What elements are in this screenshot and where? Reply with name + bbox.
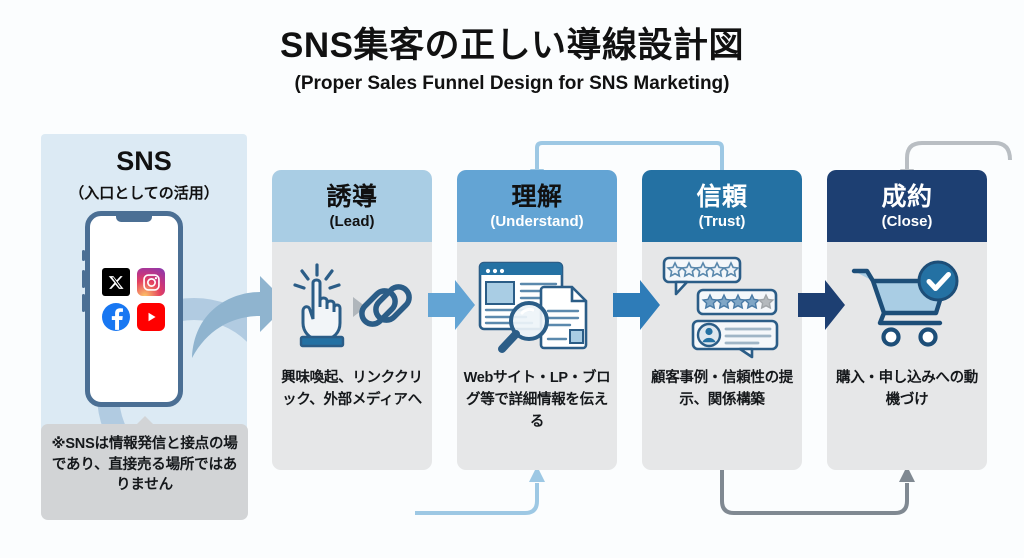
sns-note-box: ※SNSは情報発信と接点の場であり、直接売る場所ではありません	[41, 416, 248, 520]
youtube-icon[interactable]	[137, 303, 165, 331]
funnel-card-understand-header: 理解 (Understand)	[457, 170, 617, 242]
funnel-card-lead-body: 興味喚起、リンククリック、外部メディアへ	[281, 370, 423, 409]
sns-note-text: ※SNSは情報発信と接点の場であり、直接売る場所ではありません	[51, 436, 238, 494]
phone-notch	[116, 215, 152, 222]
entry-arrow-shape	[192, 276, 288, 358]
instagram-icon[interactable]	[137, 268, 165, 296]
funnel-card-lead-header: 誘導 (Lead)	[272, 170, 432, 242]
funnel-card-understand[interactable]: 理解 (Understand)	[457, 170, 617, 470]
entry-arrow-icon	[192, 276, 288, 358]
funnel-card-close[interactable]: 成約 (Close) 購入・申し込みへの動機づけ	[827, 170, 987, 470]
feedback-loops-bottom	[415, 464, 915, 515]
funnel-card-trust-title-jp: 信頼	[696, 183, 748, 212]
loop-into-close-top	[905, 141, 1012, 170]
funnel-card-lead[interactable]: 誘導 (Lead)	[272, 170, 432, 470]
sns-panel-subtitle: （入口としての活用）	[69, 185, 219, 202]
arrow-trust-to-close	[798, 280, 845, 330]
review-speech-bubbles-icon	[642, 242, 802, 367]
sns-note-pointer	[135, 416, 154, 425]
arrow-lead-to-understand	[428, 280, 475, 330]
page-title: SNS集客の正しい導線設計図	[280, 26, 744, 65]
sns-panel-title: SNS	[116, 146, 172, 176]
funnel-card-trust[interactable]: 信頼 (Trust)	[642, 170, 802, 470]
loop-trust-to-close	[720, 464, 909, 515]
x-twitter-icon[interactable]	[102, 268, 130, 296]
funnel-card-understand-body: Webサイト・LP・ブログ等で詳細情報を伝える	[463, 370, 611, 431]
page-subtitle: (Proper Sales Funnel Design for SNS Mark…	[294, 73, 730, 95]
arrow-understand-to-trust	[613, 280, 660, 330]
funnel-card-lead-title-jp: 誘導	[326, 183, 378, 212]
phone-side-button	[82, 250, 85, 261]
funnel-card-close-title-jp: 成約	[881, 183, 933, 212]
funnel-card-close-header: 成約 (Close)	[827, 170, 987, 242]
facebook-icon[interactable]	[102, 303, 130, 331]
tap-hand-and-link-icon	[272, 242, 432, 367]
browser-document-magnifier-icon	[457, 242, 617, 367]
social-app-grid	[102, 268, 166, 331]
funnel-card-understand-title-en: (Understand)	[490, 212, 584, 230]
loop-trust-to-understand	[535, 141, 724, 185]
phone-volume-up-button	[82, 270, 85, 288]
funnel-card-trust-header: 信頼 (Trust)	[642, 170, 802, 242]
loop-back-to-understand-arrowhead	[529, 466, 545, 482]
loop-trust-to-close-arrowhead	[899, 466, 915, 482]
funnel-card-trust-title-en: (Trust)	[698, 212, 746, 230]
funnel-card-trust-body: 顧客事例・信頼性の提示、関係構築	[651, 370, 793, 409]
funnel-card-lead-title-en: (Lead)	[329, 212, 375, 230]
funnel-card-close-title-en: (Close)	[881, 212, 933, 230]
smartphone-illustration	[82, 211, 183, 407]
phone-volume-down-button	[82, 294, 85, 312]
shopping-cart-check-icon	[827, 242, 987, 367]
funnel-card-understand-title-jp: 理解	[511, 183, 563, 212]
funnel-card-close-body: 購入・申し込みへの動機づけ	[836, 370, 978, 409]
title-block: SNS集客の正しい導線設計図 (Proper Sales Funnel Desi…	[0, 26, 1024, 95]
loop-back-to-understand	[415, 483, 539, 515]
